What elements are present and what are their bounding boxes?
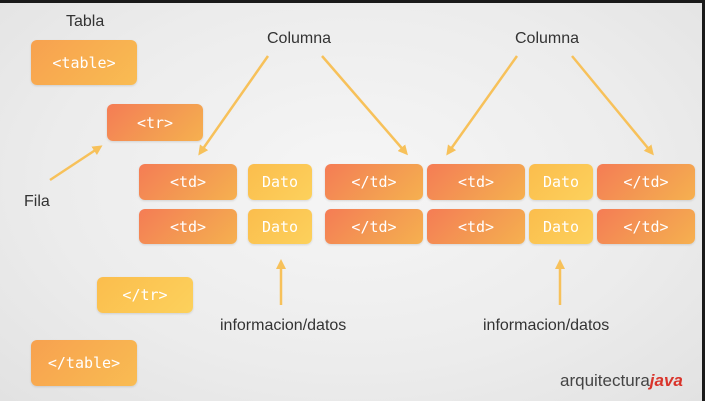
- label-fila: Fila: [24, 193, 50, 210]
- arrow-columna2-to-td-open: [446, 55, 519, 156]
- tag-table-close: </table>: [31, 340, 137, 386]
- tag-tr-open: <tr>: [107, 104, 203, 141]
- row1-td-close-2: </td>: [597, 164, 695, 200]
- right-border: [702, 0, 705, 401]
- row2-td-open-1: <td>: [139, 209, 237, 244]
- arrow-columna1-to-td-open: [198, 55, 270, 156]
- top-border: [0, 0, 705, 3]
- arrow-fila-to-tr: [49, 145, 103, 182]
- label-tabla: Tabla: [66, 13, 105, 30]
- row2-td-open-2: <td>: [427, 209, 525, 244]
- label-columna-1: Columna: [267, 30, 332, 47]
- tag-table-open: <table>: [31, 40, 137, 85]
- row1-dato-2: Dato: [529, 164, 593, 200]
- label-informacion-datos-2: informacion/datos: [483, 317, 610, 334]
- tag-tr-close: </tr>: [97, 277, 193, 313]
- arrow-columna2-to-td-close: [571, 55, 654, 156]
- row1-td-close-1: </td>: [325, 164, 423, 200]
- row2-dato-2: Dato: [529, 209, 593, 244]
- label-columna-2: Columna: [515, 30, 580, 47]
- row2-dato-1: Dato: [248, 209, 312, 244]
- row1-dato-1: Dato: [248, 164, 312, 200]
- brand-logo-accent: java: [649, 371, 683, 390]
- row2-td-close-2: </td>: [597, 209, 695, 244]
- row1-td-open-1: <td>: [139, 164, 237, 200]
- brand-logo-text: arquitectura: [560, 371, 650, 390]
- label-informacion-datos-1: informacion/datos: [220, 317, 347, 334]
- row1-td-open-2: <td>: [427, 164, 525, 200]
- row2-td-close-1: </td>: [325, 209, 423, 244]
- arrow-columna1-to-td-close: [321, 55, 408, 156]
- brand-logo: arquitecturajava: [560, 371, 683, 391]
